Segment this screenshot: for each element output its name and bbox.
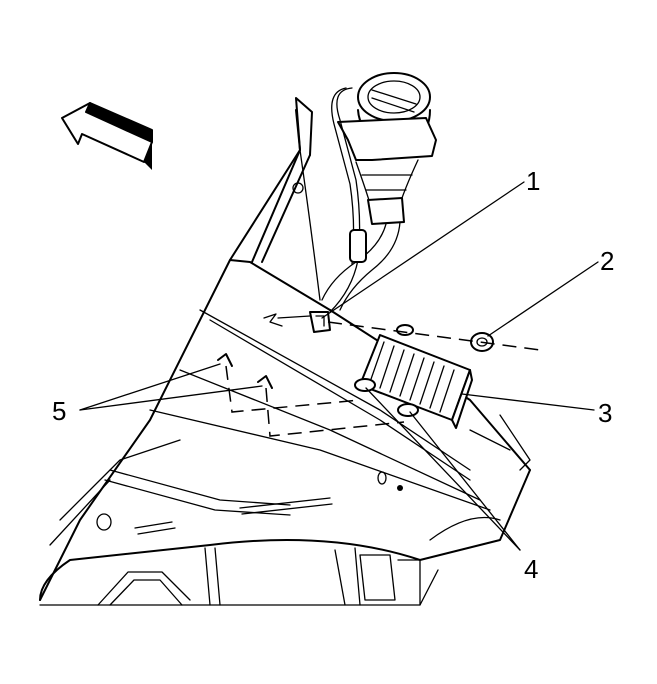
control-module bbox=[354, 324, 473, 429]
forward-arrow-icon bbox=[61, 102, 153, 170]
callout-5: 5 bbox=[52, 396, 66, 426]
callout-labels: 1 2 3 4 5 bbox=[52, 166, 614, 584]
alignment-lines bbox=[225, 321, 541, 437]
mounting-bracket bbox=[263, 311, 331, 333]
callout-4: 4 bbox=[524, 554, 538, 584]
lower-structure bbox=[39, 547, 439, 606]
fuel-filler-assembly bbox=[321, 72, 437, 313]
quarter-panel bbox=[39, 97, 531, 601]
callout-2: 2 bbox=[600, 246, 614, 276]
callout-3: 3 bbox=[598, 398, 612, 428]
mounting-studs bbox=[217, 353, 273, 389]
leader-lines bbox=[79, 181, 599, 551]
callout-1: 1 bbox=[526, 166, 540, 196]
